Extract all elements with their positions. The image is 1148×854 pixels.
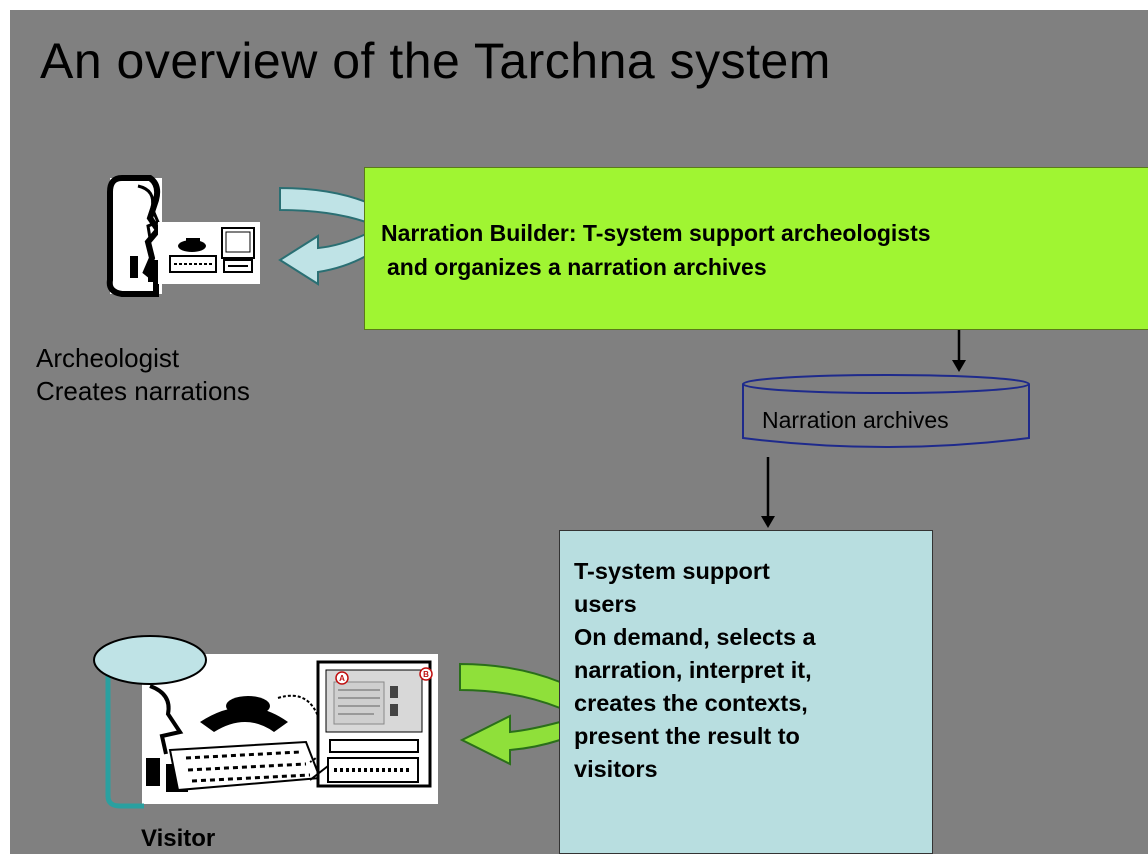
visitor-caption: Visitor [141, 825, 216, 852]
marker-b-label: B [423, 670, 429, 679]
archeologist-task: Creates narrations [36, 376, 250, 406]
support-users-line: creates the contexts, [574, 690, 808, 716]
visitor-illustration: A B [93, 635, 438, 809]
archeologist-caption: Archeologist Creates narrations [36, 342, 250, 408]
archive-to-support-arrow [761, 457, 775, 528]
archeologist-illustration [106, 175, 260, 297]
builder-input-arrow [279, 186, 367, 224]
support-users-line: On demand, selects a [574, 624, 816, 650]
support-users-line: T-system support [574, 558, 770, 584]
narration-builder-box: Narration Builder: T-system support arch… [364, 167, 1148, 330]
support-users-line: users [574, 591, 637, 617]
slide: An overview of the Tarchna system [10, 10, 1148, 854]
slide-title: An overview of the Tarchna system [40, 33, 831, 89]
support-input-arrow [459, 662, 561, 710]
marker-a-icon [335, 671, 349, 685]
marker-a-label: A [339, 674, 345, 683]
marker-b-icon [419, 667, 433, 681]
diagram-graphics: A B [93, 175, 1030, 809]
narration-builder-line-2: and organizes a narration archives [387, 254, 767, 280]
support-users-box: T-system support users On demand, select… [559, 530, 933, 854]
narration-archives-db [742, 374, 1030, 448]
narration-builder-line-1: Narration Builder: T-system support arch… [381, 220, 931, 246]
narration-archives-label: Narration archives [762, 407, 949, 433]
support-users-line: present the result to [574, 723, 800, 749]
support-users-line: narration, interpret it, [574, 657, 812, 683]
archeologist-role: Archeologist [36, 343, 180, 373]
support-output-arrow [459, 714, 561, 766]
support-users-line: visitors [574, 756, 658, 782]
builder-output-arrow [278, 232, 367, 286]
